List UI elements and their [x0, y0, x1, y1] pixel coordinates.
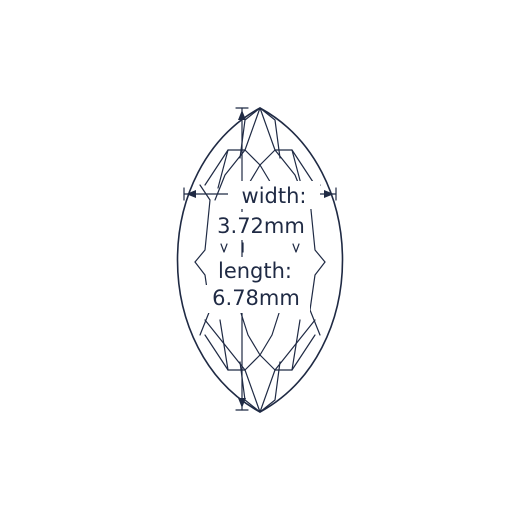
- width-label: width:: [242, 184, 307, 208]
- width-label-bg: [228, 181, 320, 209]
- width-value: 3.72mm: [217, 214, 305, 238]
- width-value-bg: [214, 212, 308, 240]
- length-value-bg: [202, 285, 310, 313]
- facets-top: [194, 107, 326, 263]
- length-value: 6.78mm: [212, 286, 300, 310]
- center-ticks: [220, 242, 300, 253]
- length-label: length:: [218, 259, 292, 283]
- length-label-bg: [208, 257, 302, 285]
